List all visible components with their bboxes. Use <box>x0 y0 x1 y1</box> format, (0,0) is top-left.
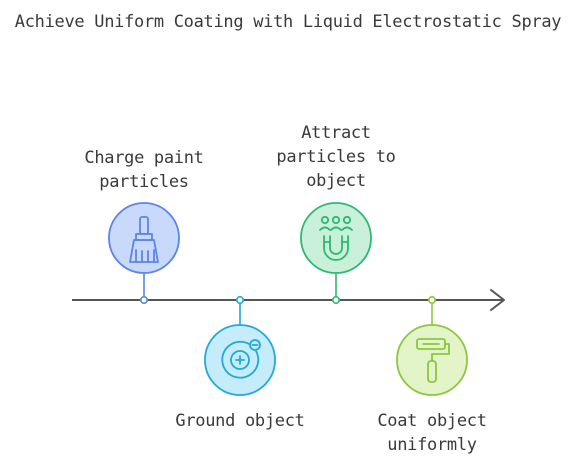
dot-coat <box>427 295 436 304</box>
step-coat <box>396 295 468 396</box>
label-attract: Attract particles to object <box>276 123 396 191</box>
magnet-people-icon <box>319 215 353 261</box>
step-ground <box>204 295 276 396</box>
timeline-arrowhead <box>490 289 505 311</box>
dot-charge <box>140 295 149 304</box>
dot-ground <box>236 295 245 304</box>
step-charge <box>108 202 180 304</box>
dot-attract <box>331 295 340 304</box>
label-charge: Charge paint particles <box>84 148 204 192</box>
diagram-title: Achieve Uniform Coating with Liquid Elec… <box>14 12 562 32</box>
bubble-charge <box>108 202 180 274</box>
ground-target-icon <box>221 339 261 379</box>
paint-roller-icon <box>416 338 450 383</box>
label-coat: Coat object uniformly <box>377 411 487 455</box>
bubble-attract <box>300 202 372 274</box>
step-attract <box>300 202 372 304</box>
label-ground: Ground object <box>175 411 305 431</box>
paintbrush-icon <box>129 216 159 263</box>
